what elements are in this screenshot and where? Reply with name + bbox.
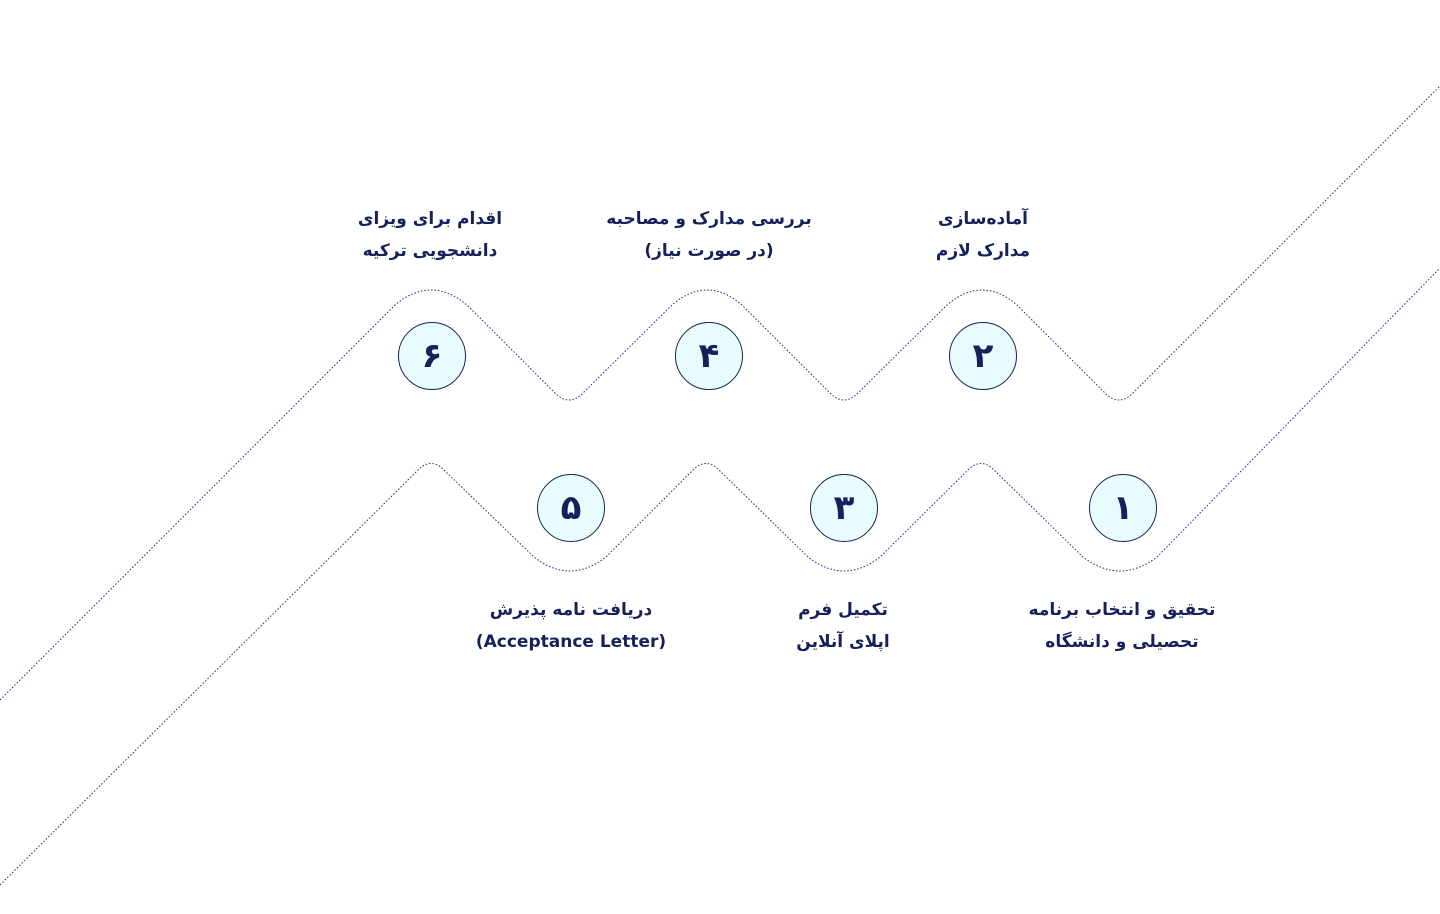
step-label-1-line-2: تحصیلی و دانشگاه <box>1045 632 1199 652</box>
step-label-6-line-1: اقدام برای ویزای <box>357 209 503 229</box>
step-label-2-line-1: آماده‌سازی <box>938 209 1028 229</box>
step-label-4-line-2: (در صورت نیاز) <box>644 241 774 261</box>
step-label-2: آماده‌سازی مدارک لازم <box>863 203 1103 267</box>
step-label-3: تکمیل فرم اپلای آنلاین <box>723 594 963 658</box>
upper-path-line <box>0 85 1440 701</box>
step-label-2-line-2: مدارک لازم <box>935 241 1031 261</box>
lower-path-line <box>0 267 1440 886</box>
step-circle-4: ۴ <box>675 322 743 390</box>
step-label-5: دریافت نامه پذیرش (Acceptance Letter) <box>451 594 691 658</box>
step-label-5-line-2: (Acceptance Letter) <box>475 632 667 652</box>
step-label-1: تحقیق و انتخاب برنامه تحصیلی و دانشگاه <box>1002 594 1242 658</box>
step-label-4-line-1: بررسی مدارک و مصاحبه <box>606 209 812 229</box>
step-circle-6: ۶ <box>398 322 466 390</box>
step-circle-5: ۵ <box>537 474 605 542</box>
step-circle-2: ۲ <box>949 322 1017 390</box>
step-circle-1: ۱ <box>1089 474 1157 542</box>
step-label-6-line-2: دانشجویی ترکیه <box>362 241 498 261</box>
step-label-3-line-2: اپلای آنلاین <box>796 632 890 652</box>
step-label-5-line-1: دریافت نامه پذیرش <box>489 600 653 620</box>
step-circle-3: ۳ <box>810 474 878 542</box>
step-label-3-line-1: تکمیل فرم <box>798 600 888 620</box>
step-label-1-line-1: تحقیق و انتخاب برنامه <box>1028 600 1216 620</box>
step-label-4: بررسی مدارک و مصاحبه (در صورت نیاز) <box>589 203 829 267</box>
step-label-6: اقدام برای ویزای دانشجویی ترکیه <box>310 203 550 267</box>
